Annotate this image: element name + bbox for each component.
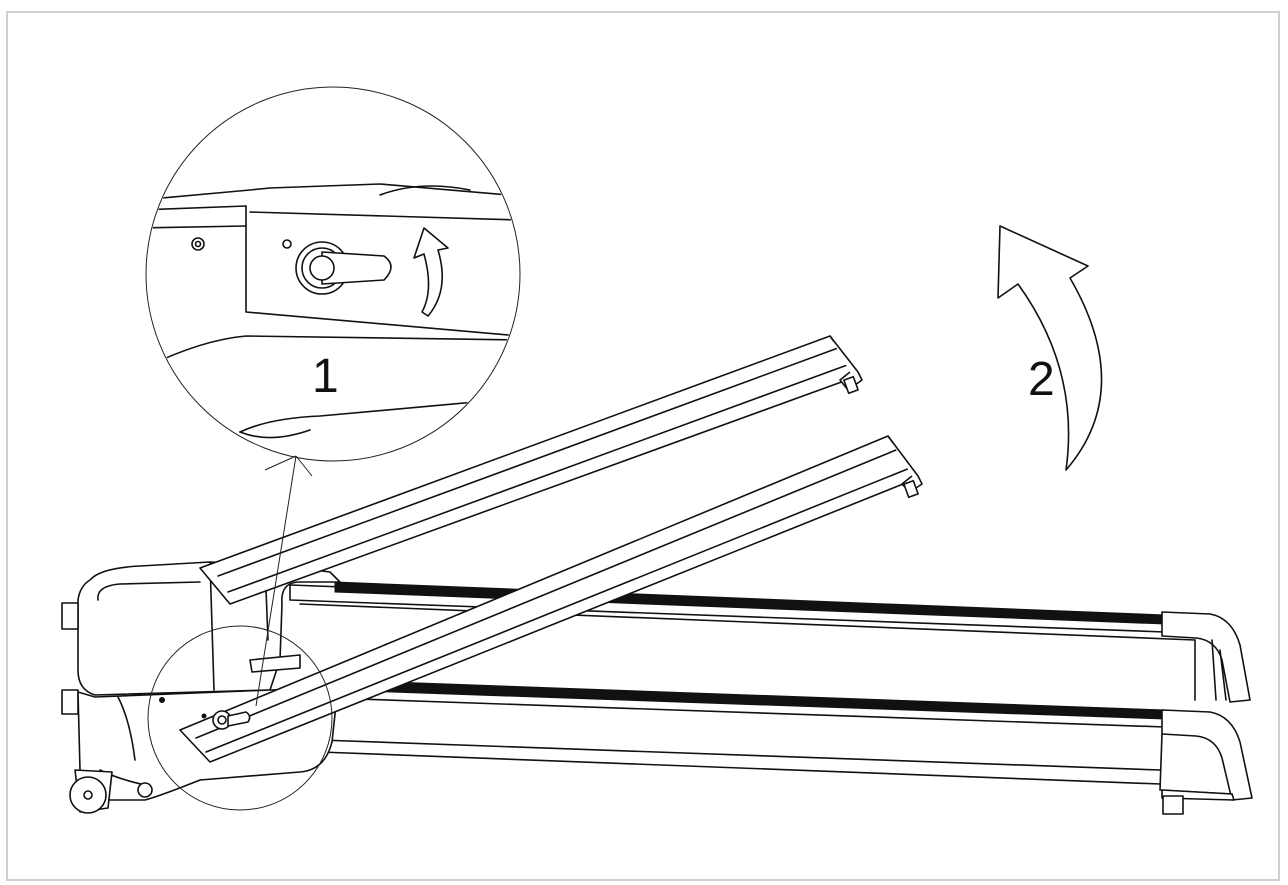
upright-upper xyxy=(199,335,863,605)
step-label-1: 1 xyxy=(312,350,339,403)
detail-view xyxy=(147,183,519,439)
knob-detail xyxy=(295,241,392,295)
knob-icon xyxy=(201,710,251,730)
treadmill-deck xyxy=(289,581,1253,815)
magnifier-callout-icon: 1 xyxy=(145,86,521,811)
wheel xyxy=(69,769,113,814)
rear-end-cap xyxy=(1159,611,1253,815)
step-label-2: 2 xyxy=(1028,353,1055,406)
rotate-arrow-icon xyxy=(413,227,449,317)
fold-arrow-icon: 2 xyxy=(997,225,1103,471)
upright-lower xyxy=(179,435,923,763)
